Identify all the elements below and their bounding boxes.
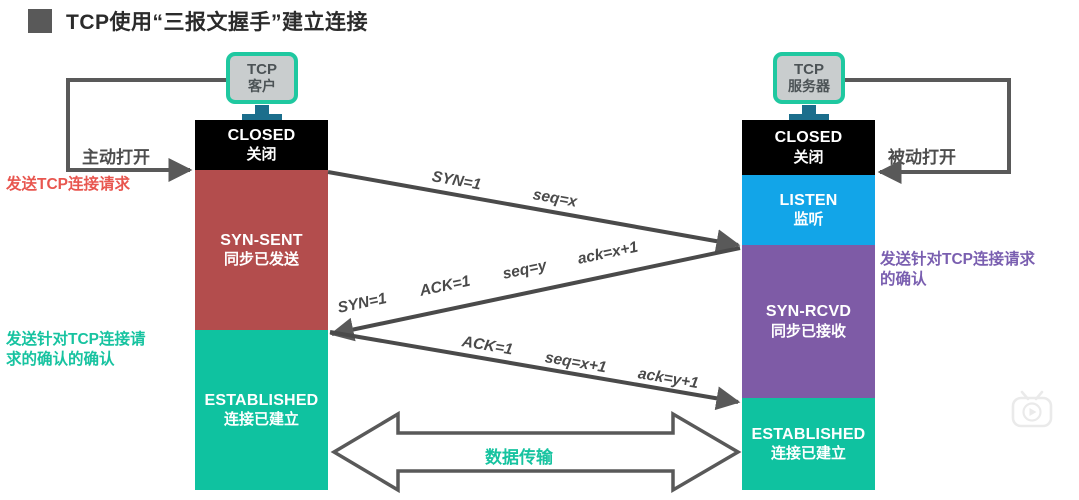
data-transfer-label: 数据传输 [485,448,553,467]
client-state-established-cn: 连接已建立 [223,411,299,429]
server-state-listen: LISTEN 监听 [742,175,875,245]
client-computer-icon: TCP 客户 [226,52,298,123]
passive-open-label: 被动打开 [888,148,956,167]
annotation-send-ack: 发送针对TCP连接请求 的确认 [880,250,1035,291]
server-monitor: TCP 服务器 [773,52,845,104]
annotation-send-ack-of-ack-line2: 求的确认的确认 [6,351,115,369]
segment-syn-ack-label-1: ACK=1 [418,272,472,300]
segment-syn-arrow [327,170,741,254]
server-state-syn-rcvd: SYN-RCVD 同步已接收 [742,245,875,398]
segment-ack-label-2: ack=y+1 [636,365,700,393]
client-state-closed-en: CLOSED [227,126,296,144]
page-title: TCP使用“三报文握手”建立连接 [28,6,368,36]
segment-syn-ack-label-0: SYN=1 [336,289,389,317]
client-state-syn-sent-en: SYN-SENT [220,231,303,249]
active-open-label: 主动打开 [82,148,150,167]
segment-syn-ack-label-3: ack=x+1 [576,238,640,268]
client-icon-line1: TCP [247,61,277,79]
annotation-send-ack-of-ack-line1: 发送针对TCP连接请 [6,331,146,348]
client-monitor: TCP 客户 [226,52,298,104]
annotation-send-ack-line2: 的确认 [880,271,927,289]
server-state-listen-en: LISTEN [779,191,838,209]
annotation-send-request: 发送TCP连接请求 [6,176,131,193]
server-stand-base [789,114,829,123]
server-state-syn-rcvd-cn: 同步已接收 [770,322,846,340]
server-state-established: ESTABLISHED 连接已建立 [742,398,875,490]
client-stand-base [242,114,282,123]
title-bullet-square [28,9,52,33]
segment-ack-arrow [329,330,741,411]
client-state-syn-sent-cn: 同步已发送 [223,251,299,269]
segment-syn-ack-label-2: seq=y [501,257,549,283]
server-stand-neck [802,105,816,114]
bilibili-tv-watermark [1011,390,1053,428]
server-state-listen-cn: 监听 [793,211,824,229]
server-icon-line2: 服务器 [788,77,830,94]
client-state-established-en: ESTABLISHED [204,391,319,409]
client-state-syn-sent: SYN-SENT 同步已发送 [195,170,328,330]
server-state-closed-cn: 关闭 [793,148,824,166]
server-computer-icon: TCP 服务器 [773,52,845,123]
annotation-send-ack-of-ack: 发送针对TCP连接请 求的确认的确认 [6,330,146,371]
segment-ack-label-0: ACK=1 [460,333,515,359]
client-stand-neck [255,105,269,114]
client-state-closed-cn: 关闭 [246,146,277,164]
server-icon-line1: TCP [794,61,824,79]
segment-ack-label-1: seq=x+1 [543,349,608,377]
segment-syn-label-1: seq=x [531,186,579,211]
server-state-established-en: ESTABLISHED [751,425,866,443]
client-icon-line2: 客户 [248,77,276,94]
server-state-closed: CLOSED 关闭 [742,120,875,175]
segment-syn-label-0: SYN=1 [430,168,483,194]
client-state-established: ESTABLISHED 连接已建立 [195,330,328,490]
annotation-send-ack-line1: 发送针对TCP连接请求 [880,251,1036,268]
server-state-established-cn: 连接已建立 [770,445,846,463]
server-state-closed-en: CLOSED [774,129,843,147]
page-title-text: TCP使用“三报文握手”建立连接 [66,11,368,34]
client-state-closed: CLOSED 关闭 [195,120,328,170]
server-state-syn-rcvd-en: SYN-RCVD [765,303,852,321]
